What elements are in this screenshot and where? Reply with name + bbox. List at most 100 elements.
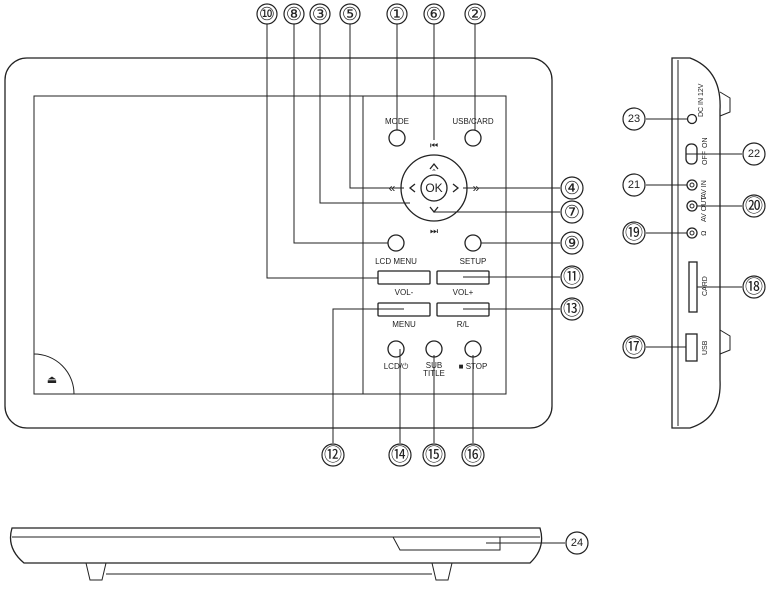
svg-text:⑯: ⑯: [464, 445, 482, 465]
mode-button[interactable]: [388, 129, 406, 147]
screen-bezel: [33, 95, 507, 395]
svg-text:⑮: ⑮: [425, 445, 443, 465]
eject-icon: ⏏: [47, 374, 57, 386]
up-arrow-icon: ‸: [432, 161, 436, 172]
right-foot: [431, 562, 453, 581]
rl-label: R/L: [457, 320, 470, 329]
svg-text:⑲: ⑲: [625, 223, 643, 243]
left-foot: [85, 562, 107, 581]
callout-22: 22: [742, 142, 766, 166]
callout-7: ⑦: [560, 200, 584, 224]
usb-port[interactable]: [685, 333, 698, 362]
right-chevron-icon: [452, 183, 460, 193]
dc-in-jack[interactable]: [686, 113, 698, 125]
down-chevron-icon: [429, 206, 439, 214]
bottom-stand-tab: [719, 329, 731, 355]
svg-text:23: 23: [628, 113, 640, 125]
headphone-icon: Ω: [701, 231, 708, 236]
av-out-jack[interactable]: [686, 200, 698, 212]
dc-in-label: DC IN 12V: [698, 83, 705, 117]
top-stand-tab: [719, 91, 731, 117]
callout-16: ⑯: [461, 443, 485, 467]
setup-label: SETUP: [460, 257, 487, 266]
callout-18: ⑱: [742, 275, 766, 299]
callout-13: ⑬: [560, 297, 584, 321]
headphone-jack[interactable]: [686, 227, 698, 239]
svg-text:②: ②: [467, 4, 483, 24]
vol-plus-label: VOL+: [453, 288, 474, 297]
svg-text:⑬: ⑬: [563, 299, 581, 319]
callout-21: 21: [622, 173, 646, 197]
av-in-jack[interactable]: [686, 179, 698, 191]
callout-1: ①: [386, 3, 408, 25]
usb-card-label: USB/CARD: [452, 117, 494, 126]
switch-on-label: ON: [702, 138, 709, 149]
av-out-jack-core: [689, 203, 695, 209]
setup-button[interactable]: [464, 234, 482, 252]
menu-label: MENU: [392, 320, 416, 329]
svg-text:⑪: ⑪: [563, 267, 581, 287]
subtitle-button[interactable]: [425, 340, 443, 358]
svg-text:⑩: ⑩: [259, 4, 275, 24]
up-chevron-icon: [429, 162, 439, 170]
callout-19: ⑲: [622, 221, 646, 245]
svg-text:③: ③: [312, 4, 328, 24]
av-in-jack-core: [689, 182, 695, 188]
callout-23: 23: [622, 107, 646, 131]
card-slot[interactable]: [688, 261, 698, 313]
bottom-slot: [392, 536, 501, 551]
bottom-body-outline: [9, 527, 543, 564]
card-label: CARD: [702, 276, 709, 296]
callout-15: ⑮: [422, 443, 446, 467]
svg-text:22: 22: [748, 148, 760, 160]
side-view: DC IN 12V ON OFF AV IN AV OUT Ω CARD USB: [646, 57, 742, 429]
av-out-label: AV OUT: [701, 196, 708, 222]
bottom-view: [9, 527, 565, 581]
callout-14: ⑭: [388, 443, 412, 467]
callout-11: ⑪: [560, 265, 584, 289]
headphone-jack-core: [689, 230, 695, 236]
stop-button[interactable]: [464, 340, 482, 358]
svg-text:⑳: ⑳: [745, 196, 763, 216]
callout-9: ⑨: [560, 231, 584, 255]
callout-4: ④: [560, 176, 584, 200]
svg-text:⑥: ⑥: [426, 4, 442, 24]
lcd-menu-button[interactable]: [387, 234, 405, 252]
callout-8: ⑧: [283, 3, 305, 25]
callout-17: ⑰: [622, 335, 646, 359]
svg-text:⑧: ⑧: [286, 4, 302, 24]
vol-minus-button[interactable]: [377, 270, 431, 285]
ok-label: OK: [425, 181, 442, 195]
callout-24: 24: [565, 531, 589, 555]
front-view: ⏏ MODE USB/CARD OK ‸ ⏮ ⏭ « » LCD MENU SE…: [4, 24, 560, 443]
callout-20: ⑳: [742, 194, 766, 218]
switch-off-label: OFF: [702, 151, 709, 165]
vol-minus-label: VOL-: [395, 288, 414, 297]
svg-text:⑨: ⑨: [564, 233, 580, 253]
svg-text:⑰: ⑰: [625, 337, 643, 357]
next-track-icon: ⏭: [430, 226, 438, 236]
lcd-menu-label: LCD MENU: [375, 257, 417, 266]
svg-text:④: ④: [564, 178, 580, 198]
svg-text:⑭: ⑭: [391, 445, 409, 465]
lcd-power-button[interactable]: [387, 340, 405, 358]
usb-card-button[interactable]: [464, 129, 482, 147]
svg-text:⑦: ⑦: [564, 202, 580, 222]
svg-text:21: 21: [628, 179, 640, 191]
leader-lines-front: [266, 24, 560, 443]
ok-button[interactable]: [420, 174, 448, 202]
svg-text:⑫: ⑫: [324, 445, 342, 465]
callouts: ⑩ ⑧ ③ ⑤ ① ⑥ ② ④ ⑦ ⑨ ⑪ ⑬ ⑫ ⑭ ⑮ ⑯ 23 22 21…: [256, 3, 766, 555]
callout-10: ⑩: [256, 3, 278, 25]
callout-6: ⑥: [423, 3, 445, 25]
callout-5: ⑤: [339, 3, 361, 25]
svg-text:①: ①: [389, 4, 405, 24]
svg-text:24: 24: [571, 537, 583, 549]
svg-text:⑱: ⑱: [745, 277, 763, 297]
left-chevron-icon: [408, 183, 416, 193]
callout-3: ③: [309, 3, 331, 25]
lcd-power-label: LCD/⏻: [384, 362, 409, 371]
eject-corner: [33, 353, 75, 395]
callout-12: ⑫: [321, 443, 345, 467]
